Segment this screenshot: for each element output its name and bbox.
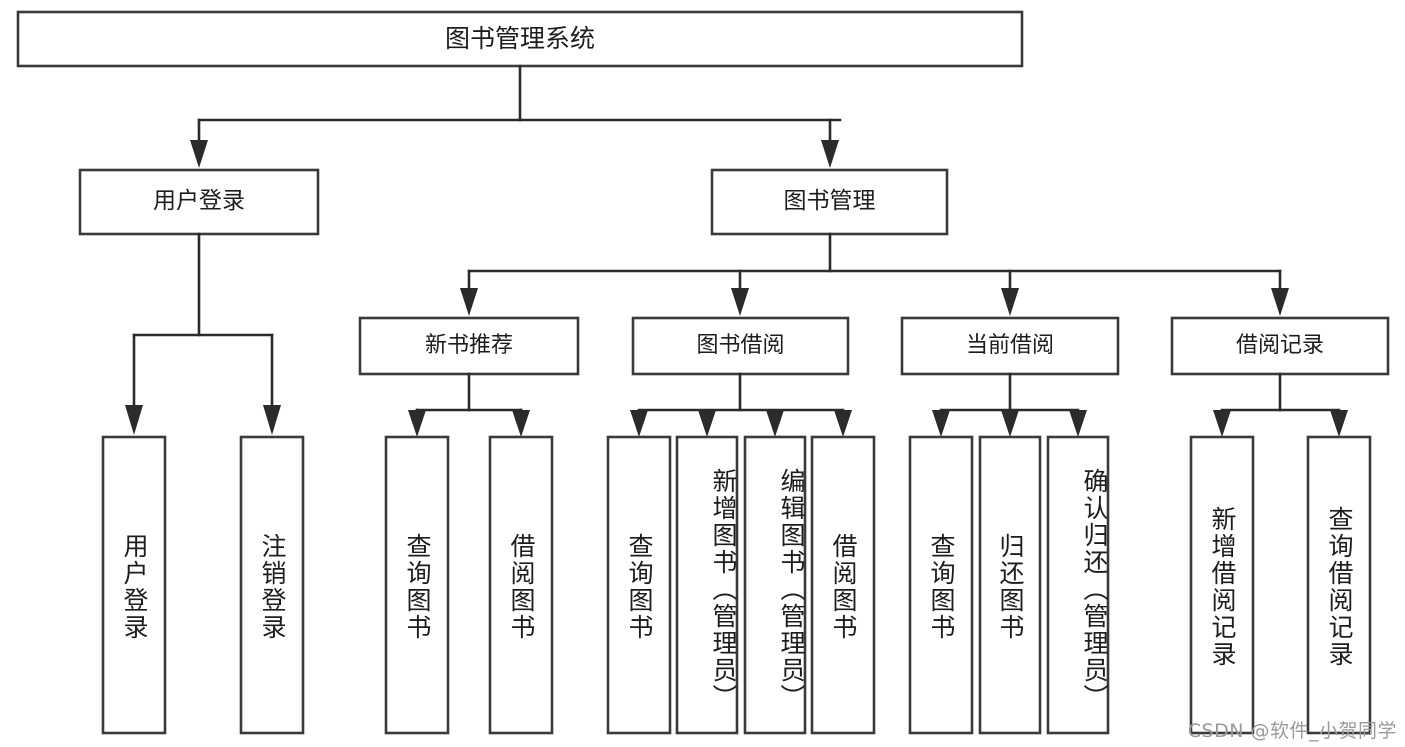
leaf-box-cb-confirm-return[interactable] [1046,435,1110,735]
watermark-text: CSDN @软件_小贺同学 [1187,720,1397,742]
arrowhead-leaf-user-login [125,405,143,435]
leaf-box-nbr-query-book[interactable] [384,435,450,735]
leaf-box-br-query-record[interactable] [1306,435,1372,735]
arrowhead-bb-leaf-1 [630,410,648,437]
leaf-box-user-login[interactable] [101,435,167,735]
arrowhead-leaf-logout [263,405,281,435]
arrowhead-br-leaf-1 [1213,410,1231,437]
leaf-box-bb-add-book[interactable] [675,435,739,735]
leaf-box-logout[interactable] [239,435,305,735]
arrowhead-new-book-recommend [460,288,478,316]
leaf-box-cb-query-book[interactable] [908,435,974,735]
leaf-box-nbr-borrow-book[interactable] [488,435,554,735]
arrowhead-bb-leaf-4 [834,410,852,437]
arrowhead-nbr-leaf-1 [408,410,426,437]
leaf-box-bb-edit-book[interactable] [743,435,807,735]
arrowhead-root-to-user-login [190,140,208,168]
arrowhead-borrow-record [1271,288,1289,316]
leaf-box-bb-borrow-book[interactable] [810,435,876,735]
leaf-box-br-add-record[interactable] [1189,435,1255,735]
arrowhead-cb-leaf-3 [1069,410,1087,437]
arrowhead-nbr-leaf-2 [512,410,530,437]
box-book-management[interactable] [710,168,949,236]
box-root[interactable] [16,10,1024,68]
arrowhead-bb-leaf-3 [766,410,784,437]
arrowhead-cb-leaf-2 [1001,410,1019,437]
arrowhead-current-borrow [1001,288,1019,316]
leaf-box-cb-return-book[interactable] [978,435,1042,735]
leaf-box-bb-query-book[interactable] [606,435,672,735]
arrowhead-cb-leaf-1 [932,410,950,437]
box-borrow-record[interactable] [1170,316,1390,376]
arrowhead-book-borrow [731,288,749,316]
arrowhead-bb-leaf-2 [698,410,716,437]
box-new-book-recommend[interactable] [358,316,580,376]
arrowhead-root-to-book-mgmt [821,140,839,168]
arrowhead-br-leaf-2 [1330,410,1348,437]
box-user-login[interactable] [78,168,320,236]
box-book-borrow[interactable] [631,316,850,376]
box-current-borrow[interactable] [900,316,1120,376]
